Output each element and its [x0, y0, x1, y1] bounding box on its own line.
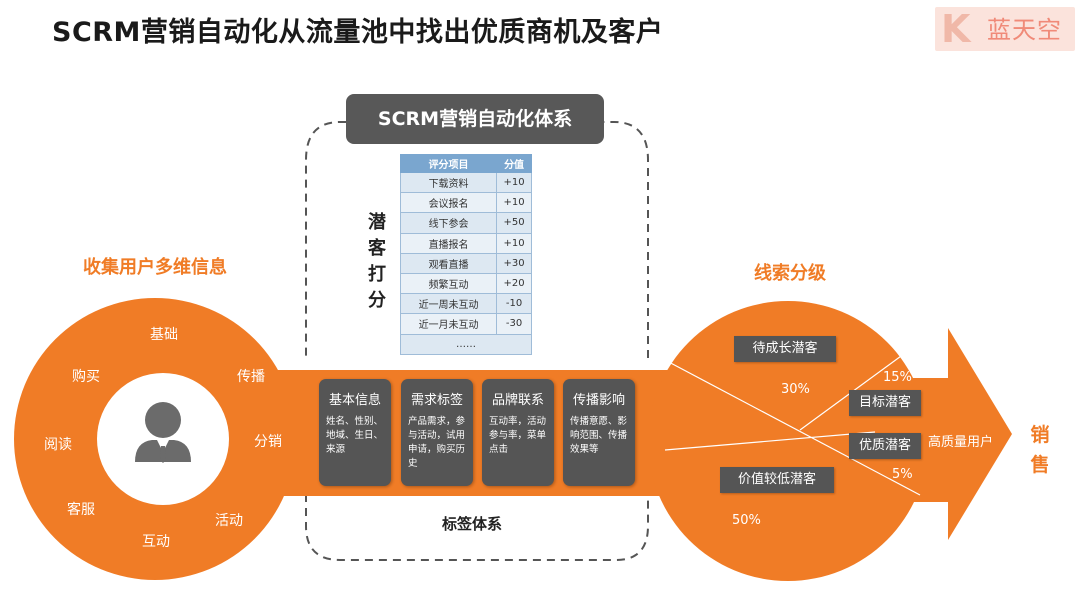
scoring-table: 评分项目 分值 下载资料+10 会议报名+10 线下参会+50 直播报名+10 …	[399, 154, 532, 355]
score-item: 下载资料	[399, 171, 498, 194]
segment-badge-target: 目标潜客	[849, 390, 921, 416]
score-item: 频繁互动	[399, 272, 498, 295]
score-value: +50	[496, 212, 532, 234]
column-header: 分值	[496, 154, 532, 173]
logo: K 蓝天空	[935, 7, 1075, 51]
tag-card-body: 姓名、性别、地域、生日、来源	[326, 416, 384, 455]
info-word: 阅读	[44, 437, 72, 453]
info-word: 传播	[237, 369, 265, 385]
segment-pct: 50%	[732, 513, 761, 528]
score-item: 近一周未互动	[399, 293, 498, 315]
segment-badge-low-value: 价值较低潜客	[720, 467, 834, 493]
info-word: 购买	[72, 369, 100, 385]
collect-heading: 收集用户多维信息	[83, 257, 227, 278]
tag-card-title: 基本信息	[328, 393, 381, 408]
info-word: 活动	[215, 513, 243, 529]
table-row: 直播报名+10	[399, 232, 532, 254]
scoring-label: 潜客打分	[368, 212, 386, 311]
divider-line-2	[799, 347, 913, 431]
score-item: 近一月未互动	[399, 313, 498, 335]
dashed-container	[305, 121, 649, 561]
table-row: 会议报名+10	[399, 192, 532, 214]
tag-card-basic: 基本信息 姓名、性别、地域、生日、来源	[319, 379, 391, 486]
table-row: 线下参会+50	[399, 212, 532, 234]
logo-letter: K	[941, 7, 971, 51]
segment-pct: 30%	[781, 382, 810, 397]
table-ellipsis: ……	[400, 333, 532, 355]
user-circle	[97, 373, 229, 505]
score-item: 会议报名	[399, 192, 498, 214]
tag-card-brand: 品牌联系 互动率，活动参与率，菜单点击	[482, 379, 554, 486]
tag-card-body: 产品需求，参与活动，试用申请，购买历史	[408, 416, 466, 469]
info-word: 互动	[142, 534, 170, 550]
tag-card-title: 传播影响	[572, 393, 625, 408]
segment-pct: 15%	[883, 370, 912, 385]
user-icon	[135, 402, 191, 463]
info-word: 分销	[254, 434, 282, 450]
score-value: +10	[496, 232, 532, 254]
table-row: 下载资料+10	[399, 171, 532, 194]
table-row: 近一周未互动-10	[399, 293, 532, 315]
tag-card-title: 品牌联系	[491, 393, 544, 408]
column-header: 评分项目	[399, 154, 498, 173]
score-value: +20	[496, 272, 532, 295]
divider-line-1	[664, 359, 921, 496]
table-row: 近一月未互动-30	[399, 313, 532, 335]
score-item: 直播报名	[399, 232, 498, 254]
tag-card-spread: 传播影响 传播意愿、影响范围、传播效果等	[563, 379, 635, 486]
segment-badge-growing: 待成长潜客	[734, 336, 836, 362]
score-value: +10	[496, 192, 532, 214]
table-row: 观看直播+30	[399, 252, 532, 274]
table-header-row: 评分项目 分值	[399, 154, 532, 173]
segment-badge-quality: 优质潜客	[849, 433, 921, 459]
score-value: +30	[496, 252, 532, 274]
score-value: -10	[496, 293, 532, 315]
tag-system-label: 标签体系	[442, 515, 503, 533]
score-item: 观看直播	[399, 252, 498, 274]
divider-line-3	[664, 431, 876, 451]
outcome-label: 高质量用户	[928, 435, 994, 450]
grading-heading: 线索分级	[754, 263, 826, 284]
score-value: -30	[496, 313, 532, 335]
page-title: SCRM营销自动化从流量池中找出优质商机及客户	[52, 17, 664, 48]
tag-card-body: 传播意愿、影响范围、传播效果等	[570, 416, 628, 455]
sales-label: 销售	[1030, 424, 1050, 476]
table-row: ……	[400, 333, 532, 355]
info-word: 基础	[150, 327, 178, 343]
score-item: 线下参会	[399, 212, 498, 234]
segment-pct: 5%	[892, 467, 913, 482]
tag-card-title: 需求标签	[410, 393, 463, 408]
system-title: SCRM营销自动化体系	[346, 94, 604, 144]
logo-text: 蓝天空	[987, 16, 1062, 44]
tag-card-demand: 需求标签 产品需求，参与活动，试用申请，购买历史	[401, 379, 473, 486]
table-row: 频繁互动+20	[399, 272, 532, 295]
arrow-head	[948, 328, 1012, 540]
tag-card-body: 互动率，活动参与率，菜单点击	[489, 416, 547, 455]
info-word: 客服	[67, 502, 95, 518]
score-value: +10	[496, 171, 532, 194]
right-circle	[648, 301, 928, 581]
